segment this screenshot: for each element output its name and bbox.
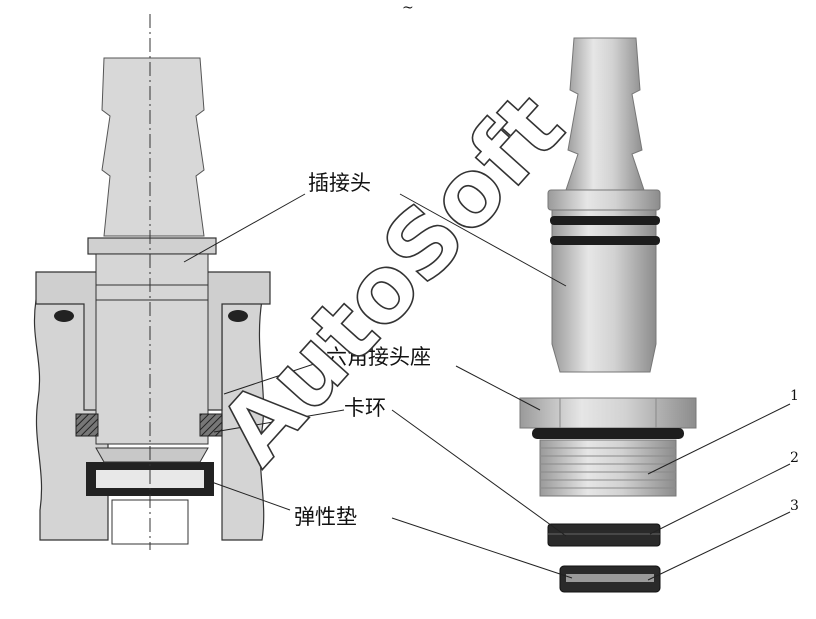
part-number-3: 3: [790, 498, 799, 514]
snap-ring-left-section: [75, 413, 99, 437]
plug-body-ext: [551, 209, 657, 373]
oring-section-left: [54, 310, 74, 322]
snap-ring-ext: [547, 523, 661, 547]
label-elastic-pad: 弹性垫: [294, 505, 357, 529]
exploded-view: [519, 37, 697, 593]
oring-section-right: [228, 310, 248, 322]
housing-body-right: [221, 299, 265, 541]
leader-lines: [183, 193, 791, 581]
section-view: [33, 14, 271, 550]
hex-seat-head: [519, 397, 697, 429]
plug-body-section: [95, 253, 209, 445]
top-mark: ~: [402, 0, 414, 16]
part-number-1: 1: [790, 388, 799, 404]
barb-hose-section: [101, 57, 205, 237]
label-plug-connector: 插接头: [308, 171, 371, 195]
part-number-2: 2: [790, 450, 799, 466]
plug-collar: [87, 237, 217, 255]
plug-collar-ext: [547, 189, 661, 211]
plug-oring-lower: [550, 236, 660, 245]
label-hex-seat: 六角接头座: [326, 345, 431, 369]
label-snap-ring: 卡环: [344, 396, 386, 420]
snap-ring-right-section: [199, 413, 223, 437]
plug-barb: [565, 37, 645, 191]
plug-oring-upper: [550, 216, 660, 225]
hex-seat-thread: [539, 439, 677, 497]
hex-seat-oring: [532, 428, 684, 439]
